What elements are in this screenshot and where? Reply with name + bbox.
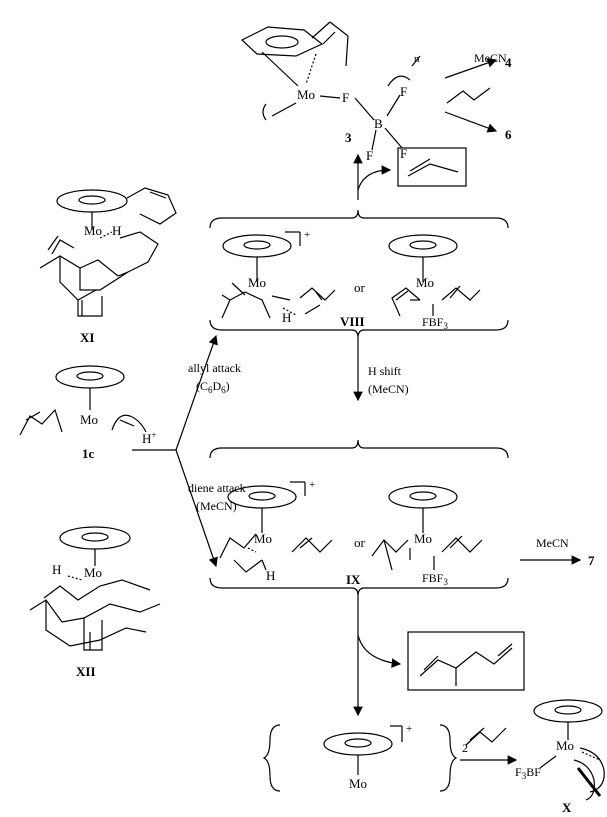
product-7-label: 7 xyxy=(588,553,595,568)
hexadiene-structure xyxy=(419,647,513,677)
product-6-label: 6 xyxy=(505,127,512,142)
mo-label-VIII: Mo xyxy=(248,275,266,290)
mo-label-XII: Mo xyxy=(84,565,102,580)
allyl-attack-label: allyl attack xyxy=(188,361,241,375)
arrow-allyl-attack xyxy=(175,334,218,451)
butadiene-reagent-bottom xyxy=(465,727,507,746)
mecn-paren-label-center: (MeCN) xyxy=(368,382,409,396)
arrow-diene-attack xyxy=(175,449,218,568)
compound-XI-label: XI xyxy=(80,330,94,345)
mo-label-X: Mo xyxy=(556,738,574,753)
b-label: B xyxy=(374,116,383,131)
plus-cpmo: + xyxy=(406,723,412,735)
n-label: n xyxy=(414,53,420,65)
c6d6-label: (C6D6) xyxy=(196,379,230,395)
f-label-3: F xyxy=(366,148,373,163)
compound-VIII-cation xyxy=(221,231,336,319)
h-label-IX: H xyxy=(266,568,275,583)
mo-label-1c: Mo xyxy=(80,412,98,427)
mo-label-3: Mo xyxy=(297,87,315,102)
propene-box xyxy=(397,147,467,187)
compound-1c-structure xyxy=(19,365,147,436)
compound-3-structure xyxy=(240,21,421,151)
mecn-paren-label-left: (MeCN) xyxy=(196,499,237,513)
f-label-4: F xyxy=(400,146,407,161)
arrow-to-6 xyxy=(444,111,498,133)
butadiene-reagent-top xyxy=(446,87,491,104)
compound-X-structure xyxy=(533,699,605,801)
cpmo-cation xyxy=(262,724,458,792)
f3bf-label-X: F3BF xyxy=(515,765,541,781)
mo-label-VIII-b: Mo xyxy=(416,275,434,290)
bracket-top-IX xyxy=(209,439,509,459)
compound-IX-cation xyxy=(219,481,333,573)
compound-IX-fbf3 xyxy=(371,485,483,571)
compound-X-label: X xyxy=(562,800,572,815)
h-plus-label: H+ xyxy=(142,430,156,446)
h-label-XII: H xyxy=(52,562,61,577)
f-label-2: F xyxy=(400,84,407,99)
mo-label-IX: Mo xyxy=(254,531,272,546)
plus-VIII: + xyxy=(304,229,310,241)
bracket-top-VIII xyxy=(209,209,509,229)
mo-label-IX-b: Mo xyxy=(414,531,432,546)
compound-XII-label: XII xyxy=(76,664,96,679)
h-shift-label: H shift xyxy=(368,364,402,378)
or-label-VIII: or xyxy=(354,280,366,295)
compound-3-label: 3 xyxy=(345,130,352,145)
h-label-XI: H xyxy=(112,223,121,238)
compound-IX-label: IX xyxy=(346,572,361,587)
h-label-VIII: H xyxy=(282,310,291,325)
mecn-label-top: MeCN xyxy=(474,51,507,65)
arrow-to-4 xyxy=(444,58,498,79)
or-label-IX: or xyxy=(354,535,366,550)
compound-XII-structure xyxy=(29,526,161,651)
mo-label-cpmo: Mo xyxy=(349,776,367,791)
mecn-label-right: MeCN xyxy=(536,536,569,550)
compound-XI-structure xyxy=(39,187,177,317)
compound-VIII-fbf3 xyxy=(388,234,481,317)
f-label-1: F xyxy=(342,90,349,105)
hexadiene-box xyxy=(407,631,525,691)
compound-1c-label: 1c xyxy=(82,446,95,461)
two-label: 2 xyxy=(462,741,468,755)
propene-structure xyxy=(407,163,459,177)
compound-VIII-label: VIII xyxy=(340,314,365,329)
plus-IX: + xyxy=(309,479,315,491)
diene-attack-label: diene attack xyxy=(188,481,246,495)
mo-label-XI: Mo xyxy=(84,223,102,238)
product-4-label: 4 xyxy=(505,55,512,70)
fbf3-label-VIII: FBF3 xyxy=(422,315,448,331)
fbf3-label-IX: FBF3 xyxy=(422,571,448,587)
